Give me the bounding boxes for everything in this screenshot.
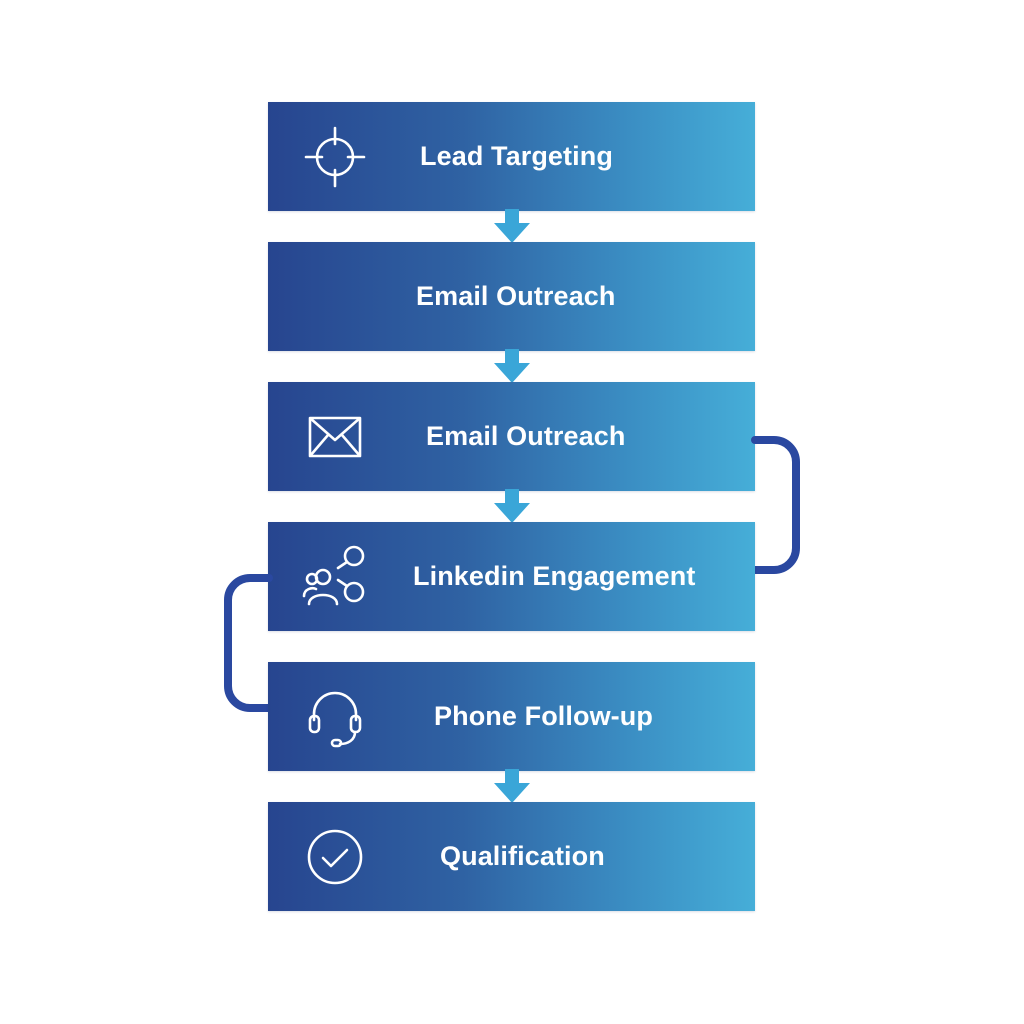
headset-icon [302, 684, 368, 750]
loop-connector-left [214, 568, 274, 718]
step-linkedin-engagement: Linkedin Engagement [268, 522, 755, 631]
step-label: Lead Targeting [420, 141, 613, 171]
step-phone-follow-up: Phone Follow-up [268, 662, 755, 771]
loop-connector-right [750, 430, 810, 580]
down-arrow-1 [494, 209, 530, 243]
down-arrow-4 [494, 769, 530, 803]
network-people-icon [302, 544, 368, 610]
crosshair-icon [302, 124, 368, 190]
step-email-outreach-2: Email Outreach [268, 382, 755, 491]
step-label: Email Outreach [426, 421, 626, 451]
down-arrow-2 [494, 349, 530, 383]
step-label: Qualification [440, 841, 605, 871]
step-label: Phone Follow-up [434, 701, 653, 731]
check-circle-icon [302, 824, 368, 890]
step-label: Linkedin Engagement [413, 561, 696, 591]
step-email-outreach-1: Email Outreach [268, 242, 755, 351]
down-arrow-3 [494, 489, 530, 523]
step-qualification: Qualification [268, 802, 755, 911]
envelope-icon [302, 404, 368, 470]
step-label: Email Outreach [416, 281, 616, 311]
step-lead-targeting: Lead Targeting [268, 102, 755, 211]
